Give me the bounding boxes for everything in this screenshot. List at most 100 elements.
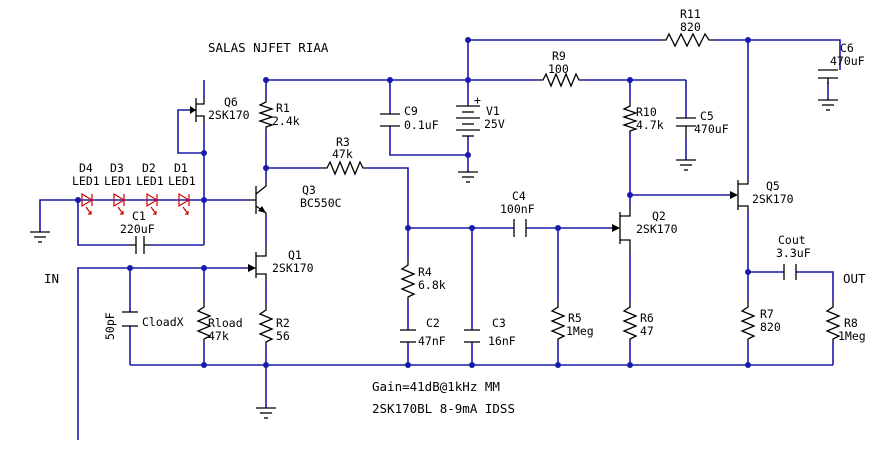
transistor-q1: Q1 2SK170 <box>248 245 314 281</box>
svg-text:D1: D1 <box>174 161 188 175</box>
resistor-r1: R1 2.4k <box>257 98 300 130</box>
svg-text:4.7k: 4.7k <box>636 118 664 132</box>
svg-text:50pF: 50pF <box>103 312 117 340</box>
svg-text:R1: R1 <box>276 101 290 115</box>
svg-text:1Meg: 1Meg <box>566 324 594 338</box>
transistor-q2: Q2 2SK170 <box>612 205 678 252</box>
svg-text:2.4k: 2.4k <box>272 114 300 128</box>
capacitor-cout: Cout 3.3uF <box>776 233 811 280</box>
svg-text:R9: R9 <box>552 49 566 63</box>
resistor-r2: R2 56 <box>258 305 290 345</box>
svg-text:2SK170: 2SK170 <box>208 108 250 122</box>
svg-text:Q1: Q1 <box>288 248 302 262</box>
svg-text:2SK170: 2SK170 <box>272 261 314 275</box>
capacitor-c5: C5 470uF <box>676 109 729 138</box>
svg-text:+: + <box>474 93 481 107</box>
svg-text:R6: R6 <box>640 311 654 325</box>
capacitor-c4: C4 100nF <box>500 189 535 237</box>
capacitor-c6: C6 470uF <box>818 41 865 84</box>
resistor-r4: R4 6.8k <box>400 260 446 300</box>
resistor-r8: R8 1Meg <box>825 302 866 343</box>
junctions <box>75 37 751 368</box>
svg-text:100: 100 <box>548 62 569 76</box>
svg-text:C4: C4 <box>512 189 526 203</box>
svg-text:3.3uF: 3.3uF <box>776 246 811 260</box>
svg-text:220uF: 220uF <box>120 222 155 236</box>
transistor-q3: Q3 BC550C <box>248 182 342 216</box>
idss-note: 2SK170BL 8-9mA IDSS <box>372 401 515 416</box>
svg-text:LED1: LED1 <box>104 174 132 188</box>
svg-text:16nF: 16nF <box>488 334 516 348</box>
svg-text:R8: R8 <box>844 316 858 330</box>
svg-text:LED1: LED1 <box>168 174 196 188</box>
svg-text:D2: D2 <box>142 161 156 175</box>
svg-text:R7: R7 <box>760 307 774 321</box>
led-d1: D1 LED1 <box>168 161 196 215</box>
svg-text:C5: C5 <box>700 109 714 123</box>
svg-text:470uF: 470uF <box>830 54 865 68</box>
svg-text:Cout: Cout <box>778 233 806 247</box>
svg-text:R2: R2 <box>276 316 290 330</box>
svg-text:C9: C9 <box>404 104 418 118</box>
svg-text:R4: R4 <box>418 265 432 279</box>
svg-text:R5: R5 <box>568 311 582 325</box>
svg-text:Q3: Q3 <box>302 183 316 197</box>
ground-symbol <box>30 231 50 243</box>
capacitor-c3: C3 16nF <box>464 316 516 348</box>
svg-text:R3: R3 <box>336 135 350 149</box>
svg-text:Q5: Q5 <box>766 179 780 193</box>
svg-text:Q6: Q6 <box>224 95 238 109</box>
svg-text:C6: C6 <box>840 41 854 55</box>
capacitor-c1: C1 220uF <box>120 209 155 254</box>
svg-text:LED1: LED1 <box>72 174 100 188</box>
svg-text:V1: V1 <box>486 104 500 118</box>
svg-text:R11: R11 <box>680 7 701 21</box>
capacitor-c9: C9 0.1uF <box>380 104 439 132</box>
capacitor-c2: C2 47nF <box>400 316 446 348</box>
svg-text:C1: C1 <box>132 209 146 223</box>
svg-text:100nF: 100nF <box>500 202 535 216</box>
svg-text:47k: 47k <box>208 329 229 343</box>
resistor-r5: R5 1Meg <box>550 302 594 342</box>
svg-text:56: 56 <box>276 329 290 343</box>
resistor-r11: R11 820 <box>660 7 715 48</box>
svg-text:0.1uF: 0.1uF <box>404 118 439 132</box>
svg-text:BC550C: BC550C <box>300 196 342 210</box>
svg-text:LED1: LED1 <box>136 174 164 188</box>
svg-text:D4: D4 <box>79 161 93 175</box>
svg-text:2SK170: 2SK170 <box>752 192 794 206</box>
ground-symbol <box>676 159 696 171</box>
svg-text:CloadX: CloadX <box>142 315 184 329</box>
svg-text:820: 820 <box>680 20 701 34</box>
svg-text:2SK170: 2SK170 <box>636 222 678 236</box>
capacitor-cloadx: CloadX 50pF <box>103 311 184 340</box>
transistor-q5: Q5 2SK170 <box>730 179 794 210</box>
gain-note: Gain=41dB@1kHz MM <box>372 379 500 394</box>
led-d4: D4 LED1 <box>72 161 100 215</box>
ground-symbol <box>256 407 276 419</box>
input-port-label: IN <box>44 271 59 286</box>
svg-text:Rload: Rload <box>208 316 243 330</box>
svg-text:1Meg: 1Meg <box>838 329 866 343</box>
svg-text:25V: 25V <box>484 117 505 131</box>
resistor-rload: Rload 47k <box>196 302 243 343</box>
svg-text:C3: C3 <box>492 316 506 330</box>
led-d3: D3 LED1 <box>104 161 132 215</box>
svg-text:D3: D3 <box>110 161 124 175</box>
ground-symbol <box>458 171 478 183</box>
resistor-r10: R10 4.7k <box>621 102 664 133</box>
svg-text:47: 47 <box>640 324 654 338</box>
led-d2: D2 LED1 <box>136 161 164 215</box>
resistor-r7: R7 820 <box>740 302 781 342</box>
svg-text:6.8k: 6.8k <box>418 278 446 292</box>
svg-text:47k: 47k <box>332 147 353 161</box>
svg-text:470uF: 470uF <box>694 122 729 136</box>
svg-text:C2: C2 <box>426 316 440 330</box>
ground-symbol <box>818 99 838 111</box>
resistor-r3: R3 47k <box>322 135 366 176</box>
transistor-q6: Q6 2SK170 <box>190 95 250 122</box>
output-port-label: OUT <box>843 271 866 286</box>
svg-text:R10: R10 <box>636 105 657 119</box>
resistor-r6: R6 47 <box>622 302 654 342</box>
